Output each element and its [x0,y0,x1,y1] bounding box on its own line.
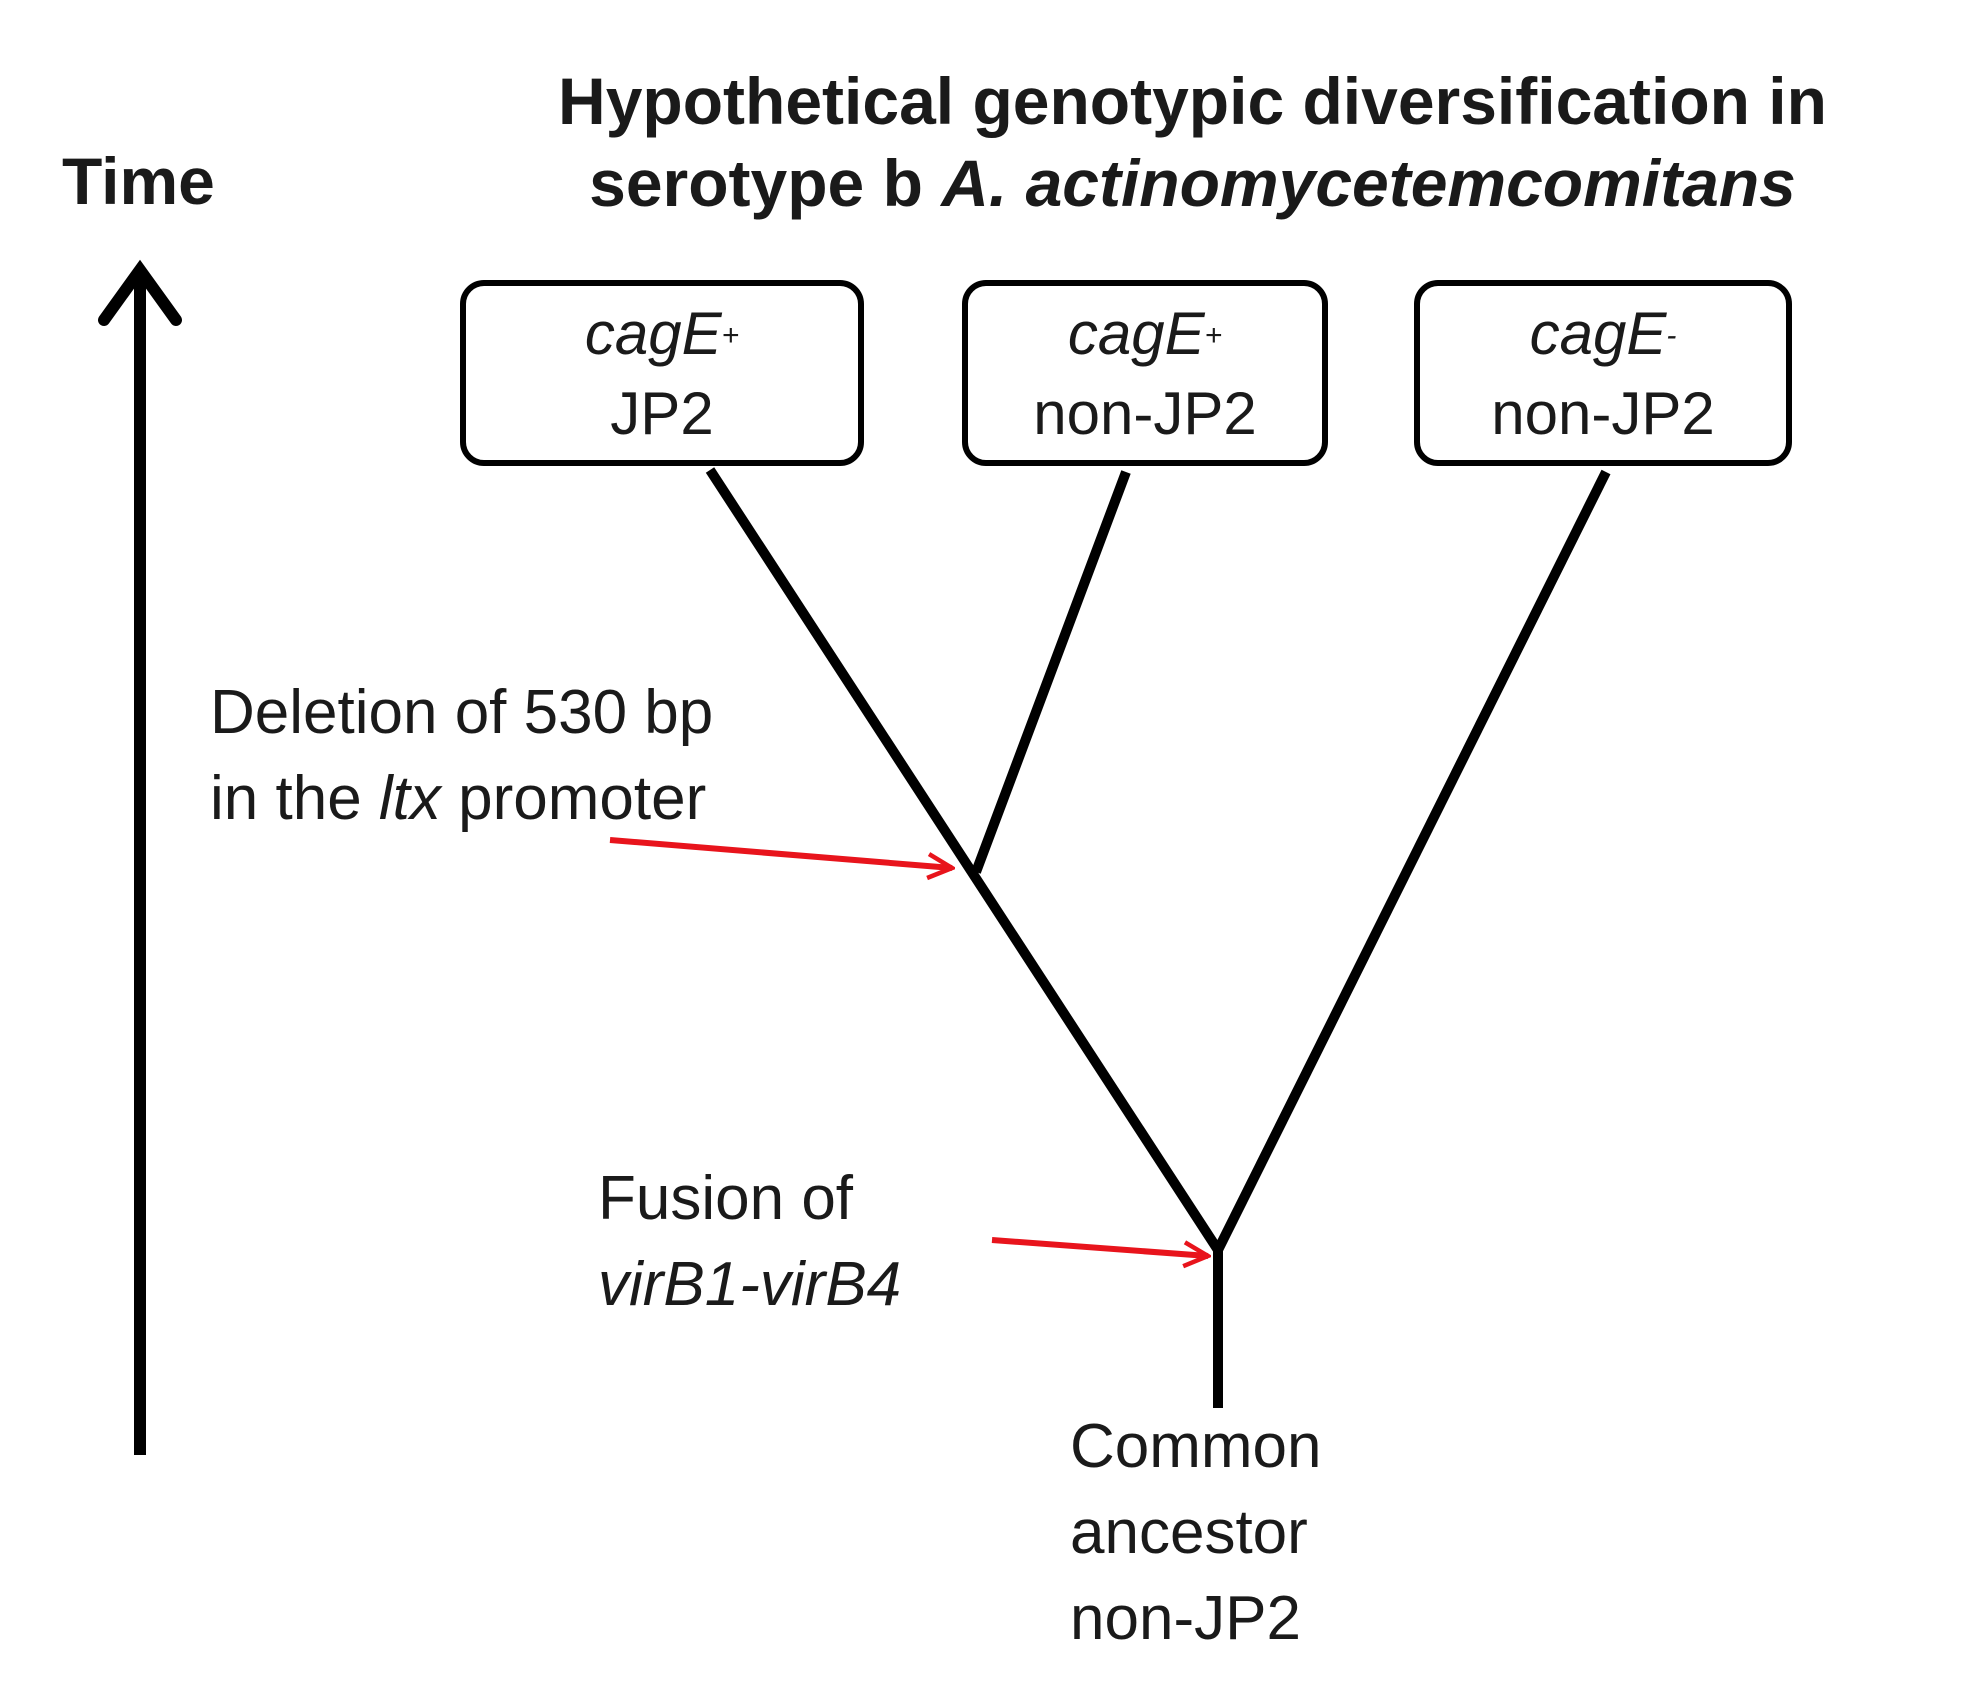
title-line-2: serotype b A. actinomycetemcomitans [420,142,1965,224]
genotype-box-cagE-plus-nonjp2: cagE+ non-JP2 [962,280,1328,466]
fusion-gene: virB1-virB4 [598,1250,902,1319]
branch-cagE-minus-nonjp2 [1213,469,1611,1253]
ancestor-line-1: Common [1070,1412,1322,1481]
genotype-type: JP2 [610,380,714,447]
gene-sign: + [1204,319,1223,352]
ancestor-line-2: ancestor [1070,1498,1308,1567]
gene-name: cagE [1529,300,1667,367]
title-species: A. actinomycetemcomitans [941,146,1796,220]
genotype-type: non-JP2 [1491,380,1715,447]
diagram-title: Hypothetical genotypic diversification i… [420,60,1965,224]
branch-jp2 [705,467,1223,1253]
time-axis-arrow [98,259,182,1455]
branch-cagE-plus-nonjp2 [971,470,1131,874]
genotype-gene: cagE- [1420,294,1786,374]
genotype-type: non-JP2 [1033,380,1257,447]
deletion-line-2-pre: in the [210,764,379,833]
genotype-gene: cagE+ [466,294,858,374]
genotype-gene: cagE+ [968,294,1322,374]
gene-sign: + [721,319,740,352]
genotype-box-cagE-minus-nonjp2: cagE- non-JP2 [1414,280,1792,466]
deletion-gene: ltx [378,764,441,833]
title-line-2-prefix: serotype b [589,146,942,220]
deletion-line-2: in the ltx promoter [210,756,713,842]
gene-sign: - [1666,319,1677,352]
common-ancestor-label: Common ancestor non-JP2 [1070,1404,1322,1662]
ancestor-line-3: non-JP2 [1070,1584,1301,1653]
title-line-1: Hypothetical genotypic diversification i… [558,64,1827,138]
deletion-event-arrow [609,837,952,868]
genotype-box-cagE-plus-jp2: cagE+ JP2 [460,280,864,466]
time-axis-label: Time [62,144,215,218]
fusion-event-arrow [991,1237,1208,1256]
deletion-line-2-post: promoter [440,764,707,833]
gene-name: cagE [584,300,722,367]
deletion-line-1: Deletion of 530 bp [210,678,714,747]
gene-name: cagE [1067,300,1205,367]
deletion-event-label: Deletion of 530 bp in the ltx promoter [210,670,713,842]
fusion-line-1: Fusion of [598,1164,854,1233]
fusion-event-label: Fusion of virB1-virB4 [598,1156,901,1328]
